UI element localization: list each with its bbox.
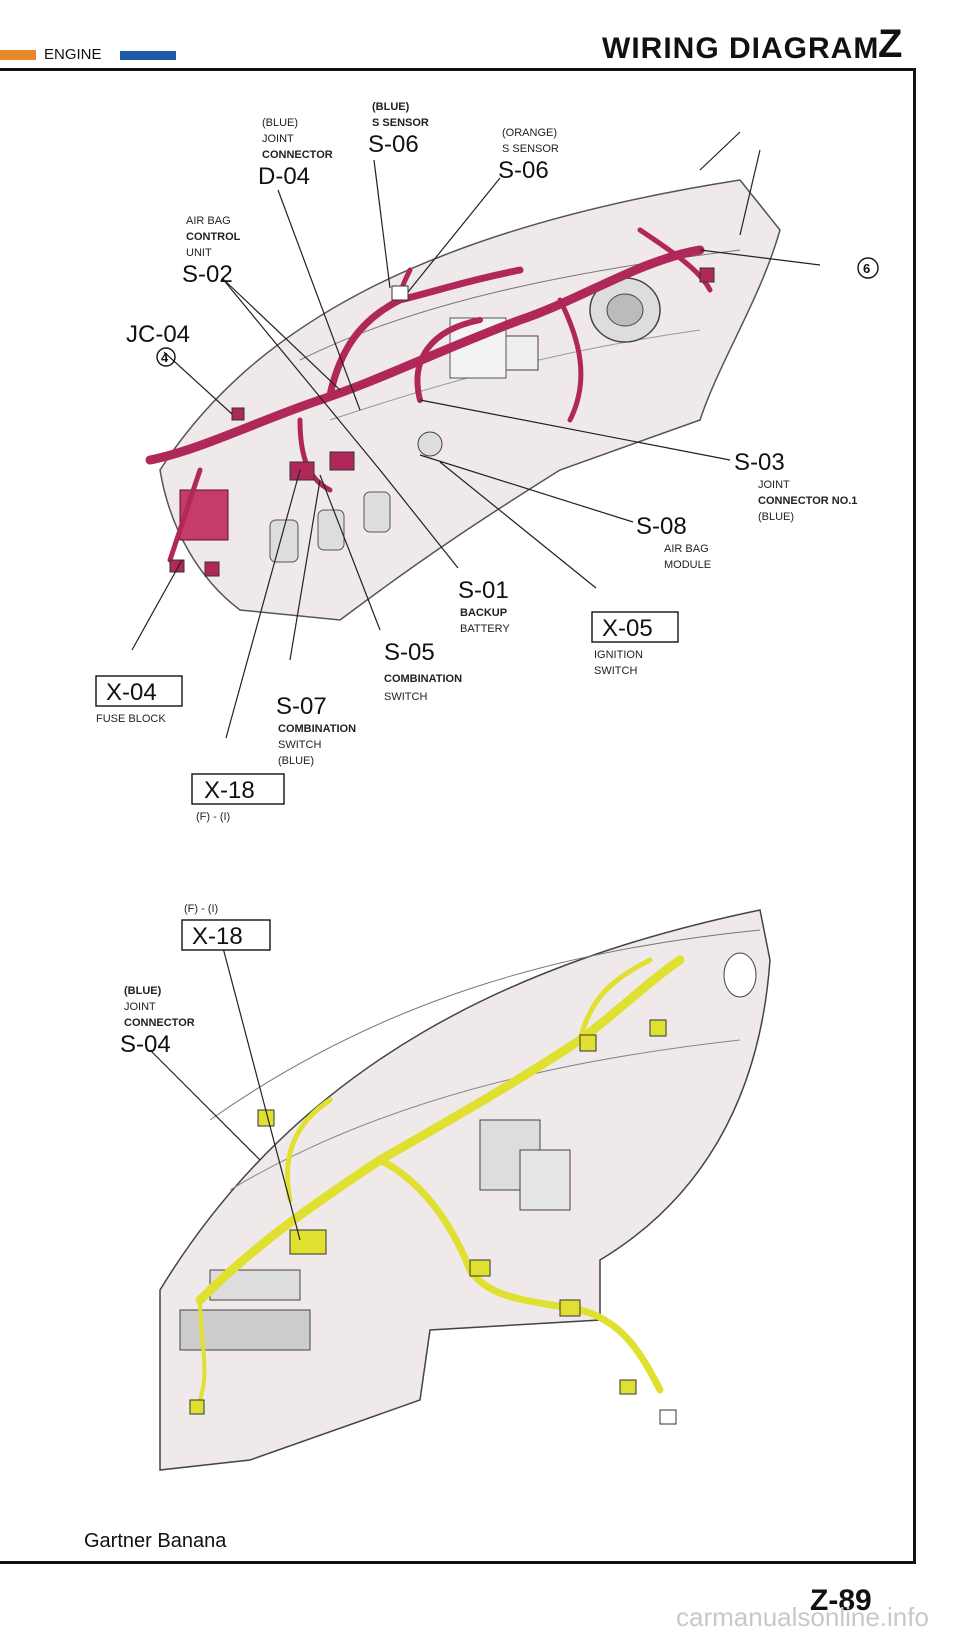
svg-text:AIR BAG: AIR BAG — [186, 215, 231, 227]
svg-text:X-18: X-18 — [192, 923, 243, 950]
svg-text:(F) - (I): (F) - (I) — [184, 903, 218, 915]
svg-text:S-02: S-02 — [182, 261, 233, 288]
svg-text:X-18: X-18 — [204, 777, 255, 804]
svg-text:S-03: S-03 — [734, 449, 785, 476]
svg-text:CONNECTOR NO.1: CONNECTOR NO.1 — [758, 495, 857, 507]
svg-text:COMBINATION: COMBINATION — [384, 673, 462, 685]
label-x05: X-05 IGNITION SWITCH — [591, 611, 679, 677]
svg-text:(F) - (I): (F) - (I) — [196, 811, 230, 823]
svg-text:(ORANGE): (ORANGE) — [502, 127, 557, 139]
footer-text: Gartner Banana — [84, 1530, 227, 1552]
svg-text:AIR BAG: AIR BAG — [664, 543, 709, 555]
svg-text:6: 6 — [863, 261, 870, 276]
diagram-frame — [0, 68, 916, 1564]
svg-text:JOINT: JOINT — [124, 1001, 156, 1013]
svg-text:FUSE BLOCK: FUSE BLOCK — [96, 713, 166, 725]
svg-text:S-04: S-04 — [120, 1031, 171, 1058]
label-s08: S-08 AIR BAG MODULE — [636, 513, 711, 571]
svg-text:COMBINATION: COMBINATION — [278, 723, 356, 735]
svg-text:SWITCH: SWITCH — [384, 691, 427, 703]
label-s01: S-01 BACKUP BATTERY — [458, 577, 510, 635]
svg-text:JOINT: JOINT — [758, 479, 790, 491]
svg-text:(BLUE): (BLUE) — [372, 101, 410, 113]
svg-text:S-08: S-08 — [636, 513, 687, 540]
svg-text:(BLUE): (BLUE) — [262, 117, 298, 129]
svg-text:S-06: S-06 — [368, 131, 419, 158]
svg-text:X-04: X-04 — [106, 679, 157, 706]
svg-text:4: 4 — [161, 350, 169, 365]
svg-text:BATTERY: BATTERY — [460, 623, 510, 635]
svg-text:(BLUE): (BLUE) — [124, 985, 162, 997]
header-blue-bar — [120, 51, 176, 60]
svg-text:BACKUP: BACKUP — [460, 607, 507, 619]
bottom-leader-lines — [149, 943, 301, 1241]
svg-text:D-04: D-04 — [258, 163, 310, 190]
svg-text:CONTROL: CONTROL — [186, 231, 241, 243]
label-s06-orange: (ORANGE) S SENSOR S-06 — [498, 127, 559, 184]
svg-text:S-07: S-07 — [276, 693, 327, 720]
svg-text:S-05: S-05 — [384, 639, 435, 666]
svg-text:JOINT: JOINT — [262, 133, 294, 145]
svg-text:IGNITION: IGNITION — [594, 649, 643, 661]
svg-text:(BLUE): (BLUE) — [758, 511, 794, 523]
header-accent-bar — [0, 50, 36, 60]
label-x18-bottom: (F) - (I) X-18 — [181, 903, 271, 951]
label-jc04: JC-04 4 — [126, 321, 190, 367]
label-x18-top: X-18 (F) - (I) — [191, 773, 285, 823]
section-letter: Z — [878, 22, 903, 66]
label-x04: X-04 FUSE BLOCK — [95, 675, 183, 725]
svg-text:(BLUE): (BLUE) — [278, 755, 314, 767]
label-s05: S-05 COMBINATION SWITCH — [384, 639, 462, 703]
section-label: ENGINE — [44, 46, 102, 63]
top-leader-lines — [131, 131, 821, 739]
svg-text:X-05: X-05 — [602, 615, 653, 642]
label-s03: S-03 JOINT CONNECTOR NO.1 (BLUE) — [734, 449, 857, 523]
label-s02: AIR BAG CONTROL UNIT S-02 — [182, 215, 241, 288]
svg-text:UNIT: UNIT — [186, 247, 212, 259]
svg-text:JC-04: JC-04 — [126, 321, 190, 348]
svg-text:MODULE: MODULE — [664, 559, 711, 571]
page-title: WIRING DIAGRAM — [602, 32, 880, 65]
svg-text:SWITCH: SWITCH — [594, 665, 637, 677]
bottom-dashboard — [159, 909, 771, 1471]
label-s07: S-07 COMBINATION SWITCH (BLUE) — [276, 693, 356, 767]
svg-text:S SENSOR: S SENSOR — [372, 117, 429, 129]
label-ref-6: 6 — [857, 257, 879, 279]
label-s06-blue: (BLUE) S SENSOR S-06 — [368, 101, 429, 158]
label-d04: (BLUE) JOINT CONNECTOR D-04 — [258, 117, 333, 190]
page-number: Z-89 — [810, 1584, 872, 1617]
svg-text:S-01: S-01 — [458, 577, 509, 604]
watermark: carmanualsonline.info — [676, 1602, 929, 1632]
svg-text:S SENSOR: S SENSOR — [502, 143, 559, 155]
label-s04: (BLUE) JOINT CONNECTOR S-04 — [120, 985, 195, 1058]
svg-text:S-06: S-06 — [498, 157, 549, 184]
svg-text:CONNECTOR: CONNECTOR — [262, 149, 333, 161]
svg-text:SWITCH: SWITCH — [278, 739, 321, 751]
svg-text:CONNECTOR: CONNECTOR — [124, 1017, 195, 1029]
